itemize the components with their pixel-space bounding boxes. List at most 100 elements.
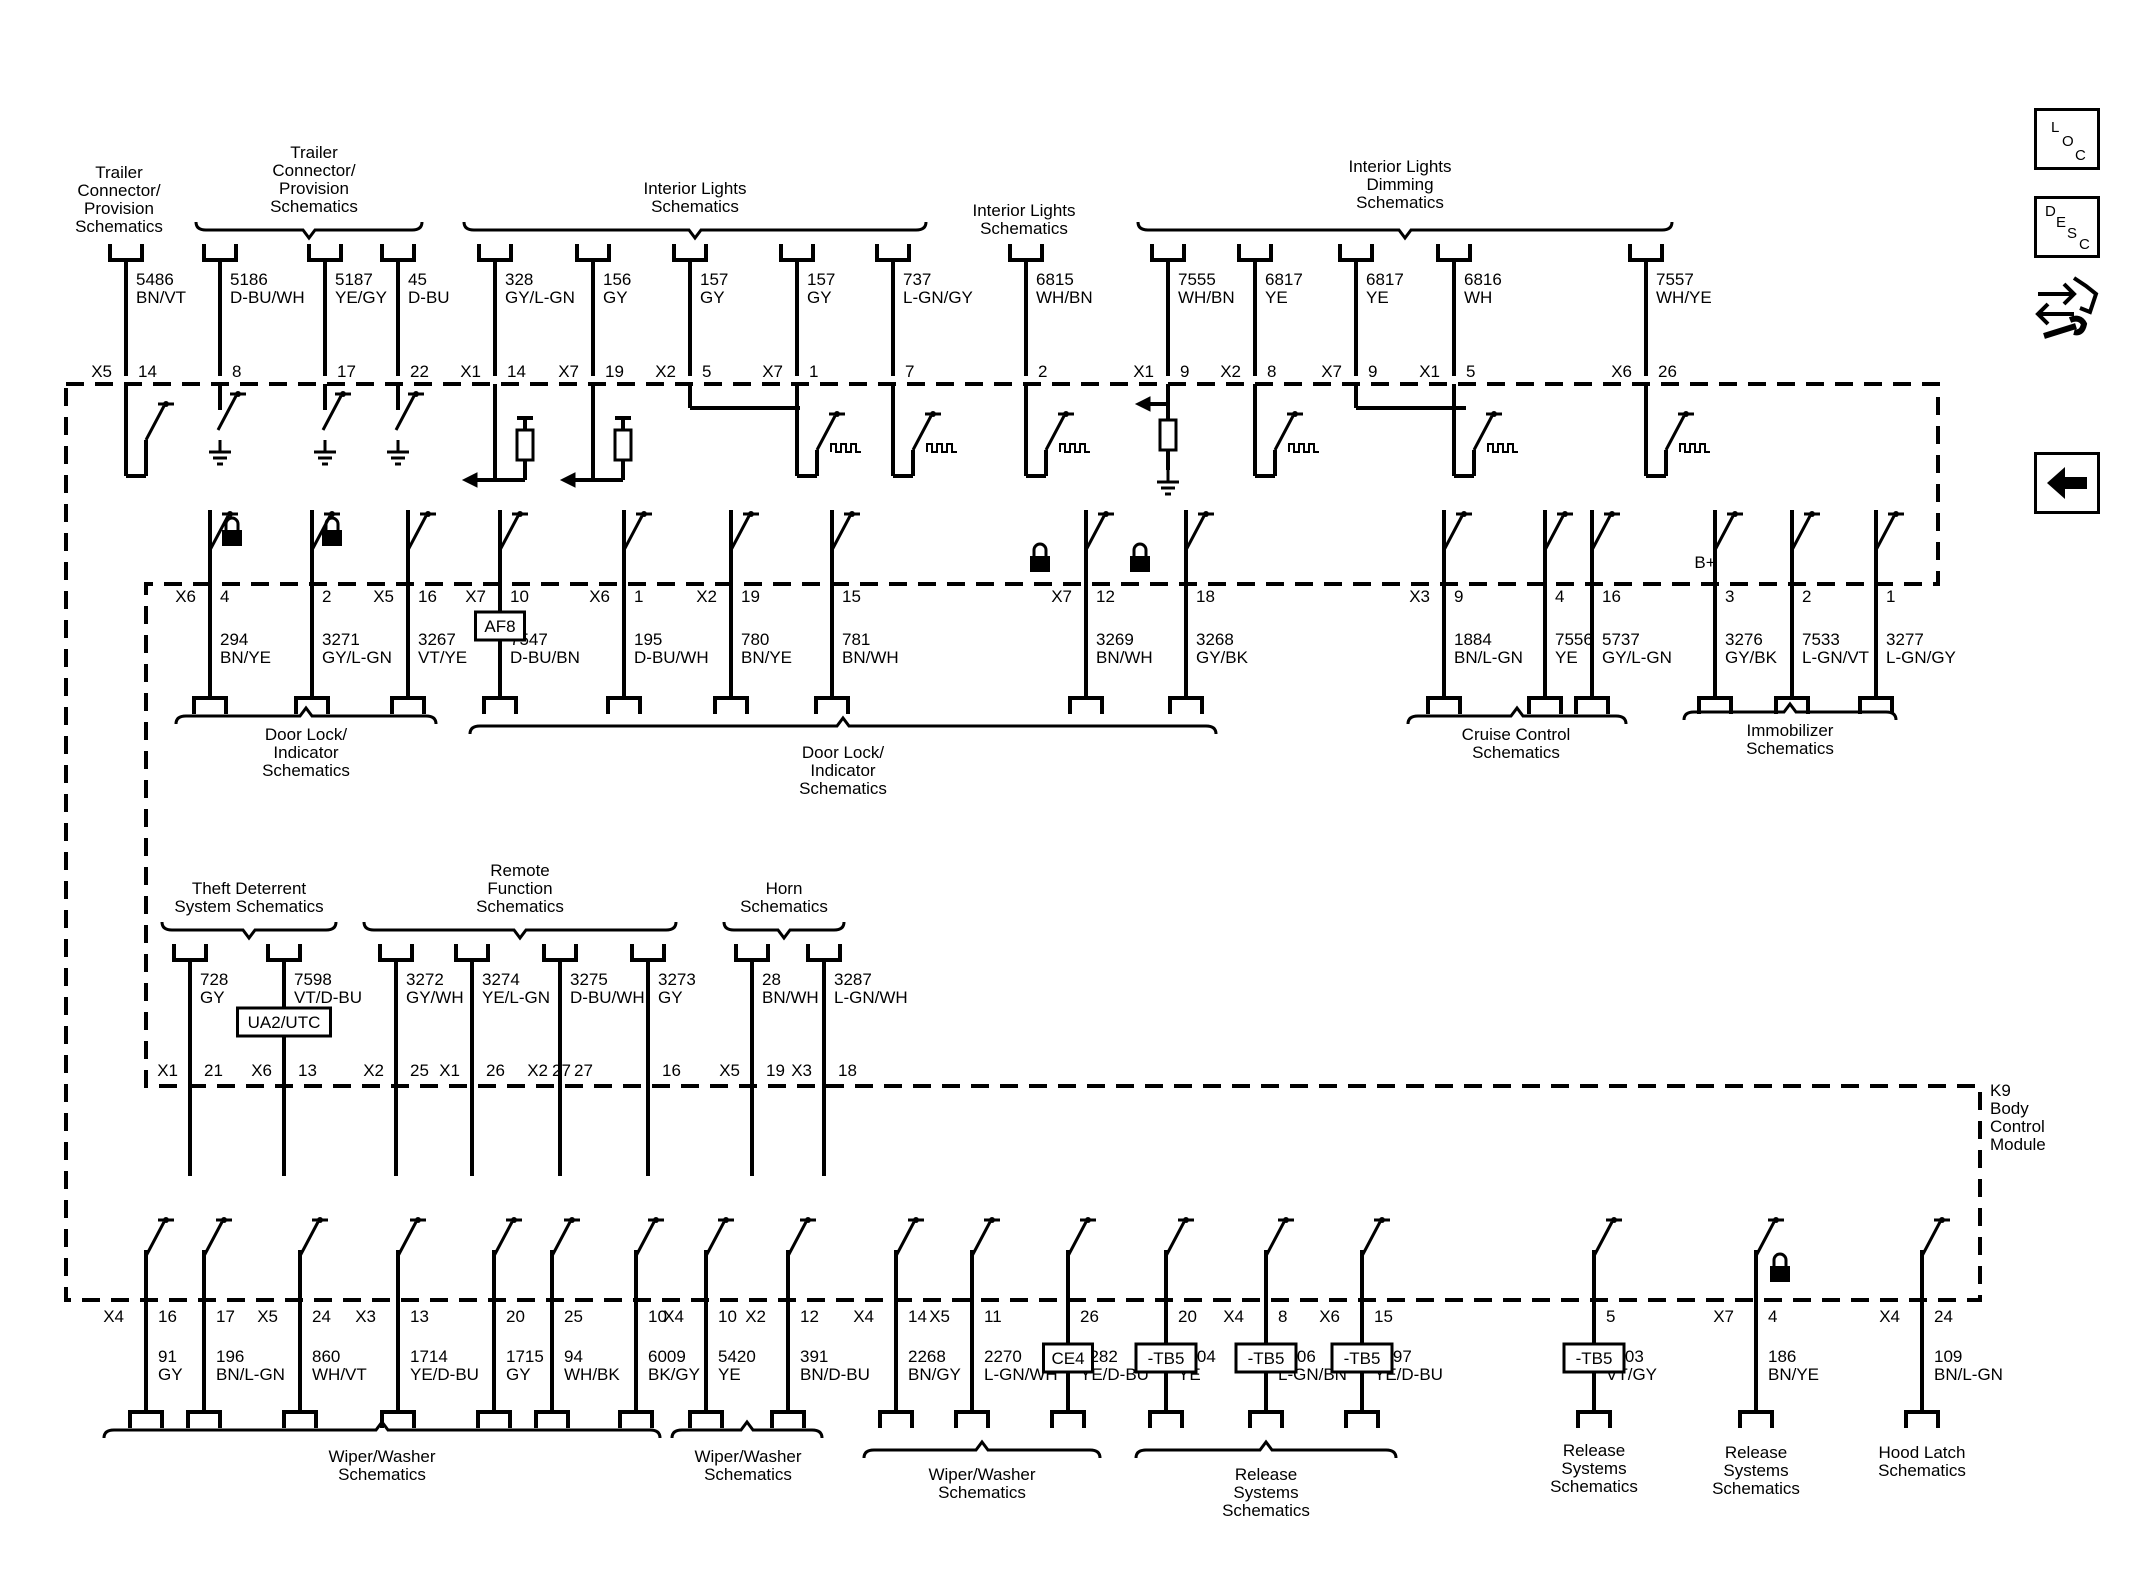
pin-number: 27 [552, 1061, 571, 1080]
circuit-number: 6815 [1036, 270, 1074, 289]
circuit-number: 781 [842, 630, 870, 649]
group-label: Hood Latch [1879, 1443, 1966, 1462]
connector-cup [1150, 244, 1186, 262]
connector-id: X2 [696, 587, 717, 606]
switch-symbol [406, 515, 428, 551]
pin-number: 13 [410, 1307, 429, 1326]
circuit-number: 3268 [1196, 630, 1234, 649]
connector-id: X7 [1321, 362, 1342, 381]
connector-id: X7 [465, 587, 486, 606]
connector-cup [1697, 696, 1733, 714]
group-brace [194, 221, 424, 241]
pin-number: 26 [1658, 362, 1677, 381]
switch-symbol [1360, 1221, 1382, 1257]
connector-cup [1248, 1410, 1284, 1428]
switch-symbol [786, 1221, 808, 1257]
circuit-number: 294 [220, 630, 248, 649]
connector-cup [542, 944, 578, 962]
connector-cup [1426, 696, 1462, 714]
circuit-number: 7598 [294, 970, 332, 989]
connector-id: X1 [1419, 362, 1440, 381]
pwm-signal-symbol [830, 443, 861, 453]
pin-number: 20 [506, 1307, 525, 1326]
pin-number: 4 [1555, 587, 1564, 606]
group-label: Schematics [1712, 1479, 1800, 1498]
resistor-symbol [613, 428, 633, 462]
ua2-utc-box-label: UA2/UTC [248, 1013, 321, 1032]
loc-icon[interactable]: L O C [2034, 108, 2100, 170]
connector-id: X6 [251, 1061, 272, 1080]
switch-symbol [144, 405, 166, 441]
pin-number: 18 [1196, 587, 1215, 606]
switch-symbol [298, 1221, 320, 1257]
group-label: Systems [1723, 1461, 1788, 1480]
resistor-symbol [515, 428, 535, 462]
group-label: Schematics [1550, 1477, 1638, 1496]
pin-number: 17 [337, 362, 356, 381]
circuit-number: 1714 [410, 1347, 448, 1366]
circuit-number: 5737 [1602, 630, 1640, 649]
group-label: Systems [1233, 1483, 1298, 1502]
lock-icon [222, 530, 242, 546]
connector-cup [1774, 696, 1810, 714]
wire-color: BN/WH [1096, 648, 1153, 667]
wire-color: GY [158, 1365, 183, 1384]
connector-cup [307, 244, 343, 262]
connector-cup [534, 1410, 570, 1428]
wire-color: VT/D-BU [294, 988, 362, 1007]
circuit-number: 1884 [1454, 630, 1492, 649]
tb5-box [1134, 1342, 1198, 1374]
connector-cup [1574, 696, 1610, 714]
wire-color: L-GN/VT [1802, 648, 1869, 667]
lock-icon [1130, 556, 1150, 572]
wire-color: WH/VT [312, 1365, 367, 1384]
group-label: Schematics [476, 897, 564, 916]
group-brace [670, 1419, 824, 1439]
wire-color: YE/GY [335, 288, 387, 307]
switch-symbol [970, 1221, 992, 1257]
switch-symbol [1754, 1221, 1776, 1257]
wire-color: L-GN/GY [903, 288, 973, 307]
connector-cup [806, 944, 842, 962]
connector-cup [954, 1410, 990, 1428]
wire-color: GY [700, 288, 725, 307]
connector-id: X2 [363, 1061, 384, 1080]
wire-color: YE [1366, 288, 1389, 307]
wire-color: YE/L-GN [482, 988, 550, 1007]
connector-id: X2 [745, 1307, 766, 1326]
tb5-box [1562, 1342, 1626, 1374]
connector-cup [1858, 696, 1894, 714]
back-arrow-icon[interactable] [2034, 452, 2100, 514]
circuit-number: 6817 [1265, 270, 1303, 289]
circuit-number: 737 [903, 270, 931, 289]
switch-symbol [634, 1221, 656, 1257]
circuit-number: 3274 [482, 970, 520, 989]
connector-cup [606, 696, 642, 714]
lock-icon [1032, 542, 1048, 556]
connector-id: X6 [175, 587, 196, 606]
switch-symbol [1664, 415, 1686, 451]
diagnostic-wrench-icon[interactable] [2034, 272, 2104, 352]
circuit-number: 3271 [322, 630, 360, 649]
desc-icon[interactable]: D E S C [2034, 196, 2100, 258]
tb5-box-label: -TB5 [1576, 1349, 1613, 1368]
wire-color: D-BU [408, 288, 450, 307]
pin-number: 12 [1096, 587, 1115, 606]
module-label: Module [1990, 1135, 2046, 1154]
group-label: Wiper/Washer [328, 1447, 435, 1466]
group-label: System Schematics [174, 897, 323, 916]
pin-number: 19 [766, 1061, 785, 1080]
switch-symbol [1273, 415, 1295, 451]
wire-color: D-BU/WH [570, 988, 645, 1007]
group-brace [862, 1439, 1102, 1459]
pin-number: 21 [204, 1061, 223, 1080]
pin-number: 7 [905, 362, 914, 381]
pin-number: 24 [312, 1307, 331, 1326]
group-brace [1136, 221, 1674, 241]
connector-id: X7 [1051, 587, 1072, 606]
switch-symbol [815, 415, 837, 451]
pin-number: 18 [838, 1061, 857, 1080]
switch-symbol [550, 1221, 572, 1257]
ce4-box-label: CE4 [1051, 1349, 1084, 1368]
circuit-number: 6817 [1366, 270, 1404, 289]
